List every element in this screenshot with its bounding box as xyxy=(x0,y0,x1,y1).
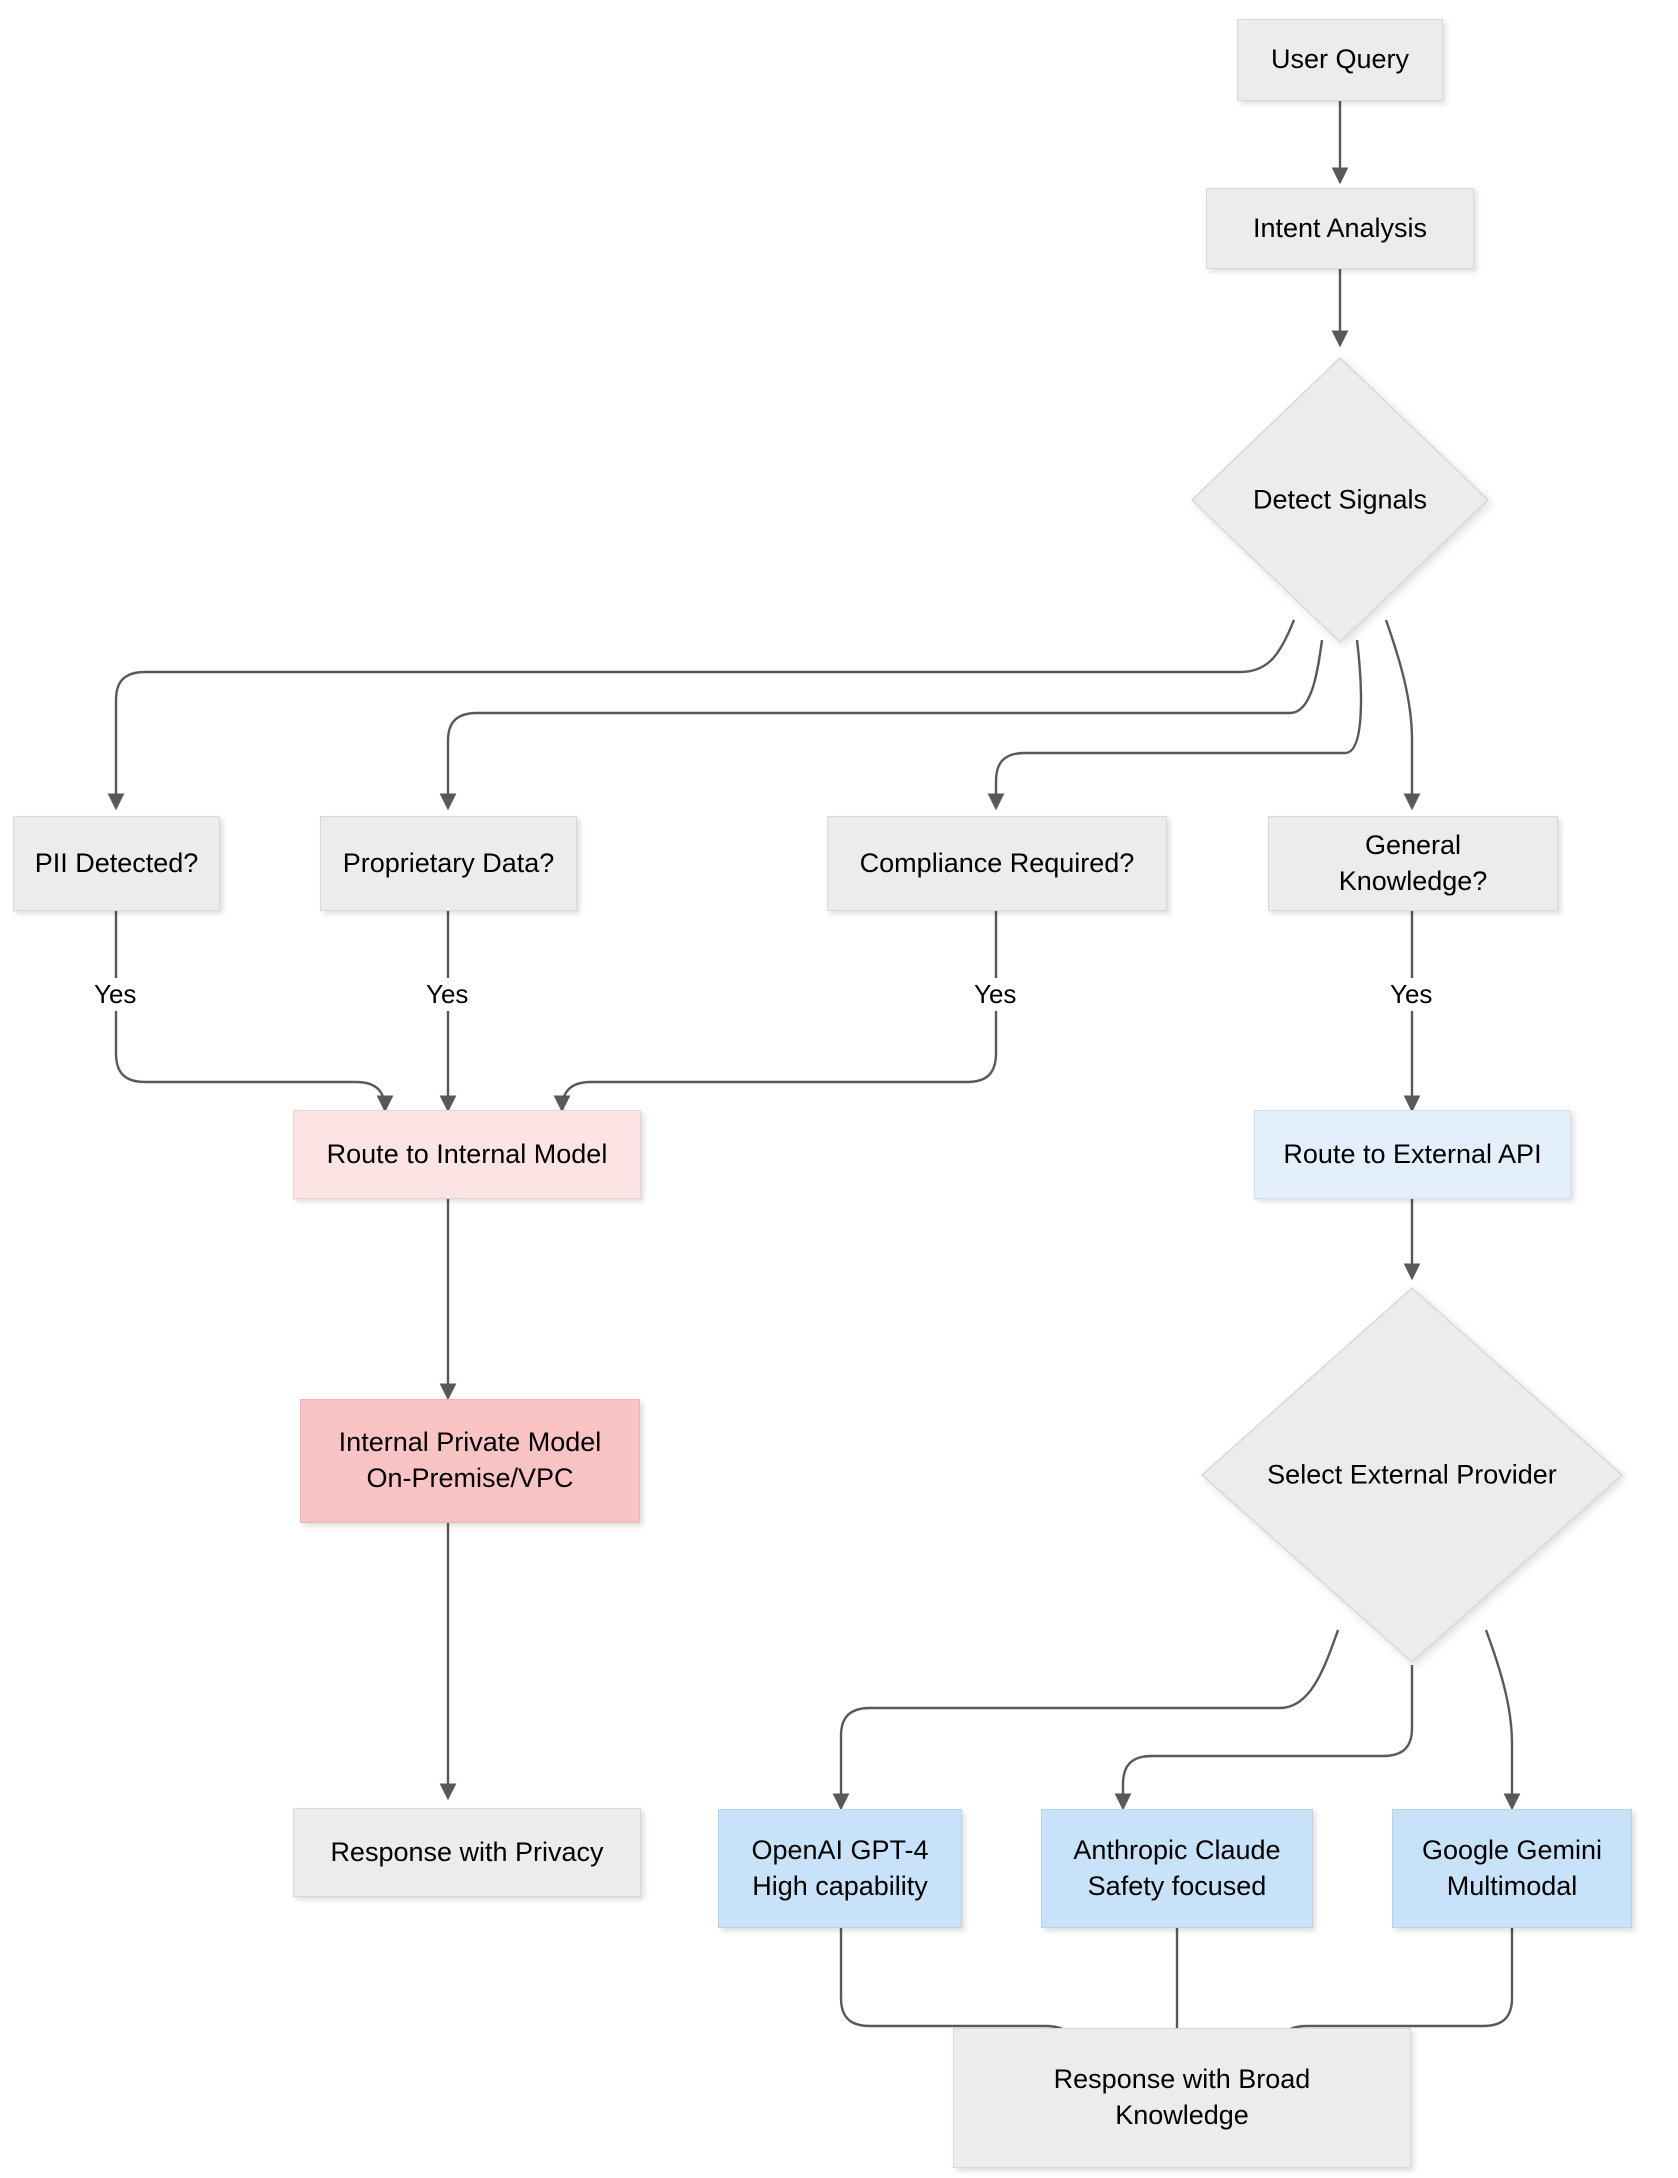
node-internal-private-model-label: Internal Private Model On-Premise/VPC xyxy=(338,1427,602,1493)
detect-signals-diamond-shape xyxy=(1190,356,1490,644)
select-provider-diamond-shape xyxy=(1200,1286,1624,1664)
edge-select-to-anthropic xyxy=(1114,1665,1414,1811)
node-google-gemini[interactable]: Google Gemini Multimodal xyxy=(1392,1809,1632,1928)
node-user-query-label: User Query xyxy=(1270,44,1410,75)
node-compliance-required[interactable]: Compliance Required? xyxy=(827,816,1167,911)
node-route-internal-model-label: Route to Internal Model xyxy=(326,1138,608,1169)
node-route-external-api-label: Route to External API xyxy=(1283,1138,1542,1169)
node-google-gemini-label: Google Gemini Multimodal xyxy=(1421,1834,1603,1901)
node-proprietary-data-label: Proprietary Data? xyxy=(342,847,555,878)
edge-detect-to-proprietary xyxy=(439,639,1324,811)
node-compliance-required-label: Compliance Required? xyxy=(859,847,1135,878)
edge-label-compliance-yes: Yes xyxy=(967,978,1024,1011)
node-general-knowledge-label: General Knowledge? xyxy=(1338,829,1488,896)
node-response-with-privacy[interactable]: Response with Privacy xyxy=(293,1808,641,1897)
node-pii-detected-label: PII Detected? xyxy=(34,847,199,878)
edge-label-pii-yes: Yes xyxy=(87,978,144,1011)
edge-detect-to-compliance xyxy=(987,639,1363,811)
node-openai-gpt4[interactable]: OpenAI GPT-4 High capability xyxy=(718,1809,962,1928)
node-route-internal-model[interactable]: Route to Internal Model xyxy=(293,1110,641,1199)
edge-compliance-to-route-internal xyxy=(553,911,998,1113)
edge-pii-to-route-internal xyxy=(114,911,394,1113)
node-response-with-broad-knowledge[interactable]: Response with Broad Knowledge xyxy=(953,2028,1411,2168)
node-anthropic-claude-label: Anthropic Claude Safety focused xyxy=(1073,1834,1281,1901)
node-openai-gpt4-label: OpenAI GPT-4 High capability xyxy=(751,1834,929,1901)
node-intent-analysis-label: Intent Analysis xyxy=(1252,212,1428,243)
edge-detect-to-general xyxy=(1384,619,1421,811)
edge-label-proprietary-yes: Yes xyxy=(419,978,476,1011)
node-response-with-privacy-label: Response with Privacy xyxy=(330,1836,604,1867)
edge-label-general-yes: Yes xyxy=(1383,978,1440,1011)
node-route-external-api[interactable]: Route to External API xyxy=(1254,1110,1571,1199)
node-general-knowledge[interactable]: General Knowledge? xyxy=(1268,816,1558,911)
node-anthropic-claude[interactable]: Anthropic Claude Safety focused xyxy=(1041,1809,1313,1928)
node-proprietary-data[interactable]: Proprietary Data? xyxy=(320,816,577,911)
node-user-query[interactable]: User Query xyxy=(1237,19,1443,101)
node-internal-private-model[interactable]: Internal Private Model On-Premise/VPC xyxy=(300,1399,640,1523)
node-select-external-provider[interactable]: Select External Provider xyxy=(1196,1282,1628,1668)
node-intent-analysis[interactable]: Intent Analysis xyxy=(1206,188,1474,269)
edge-detect-to-pii xyxy=(107,619,1296,811)
node-pii-detected[interactable]: PII Detected? xyxy=(13,816,220,911)
node-detect-signals[interactable]: Detect Signals xyxy=(1185,352,1495,648)
node-response-with-broad-knowledge-label: Response with Broad Knowledge xyxy=(1053,2064,1311,2130)
